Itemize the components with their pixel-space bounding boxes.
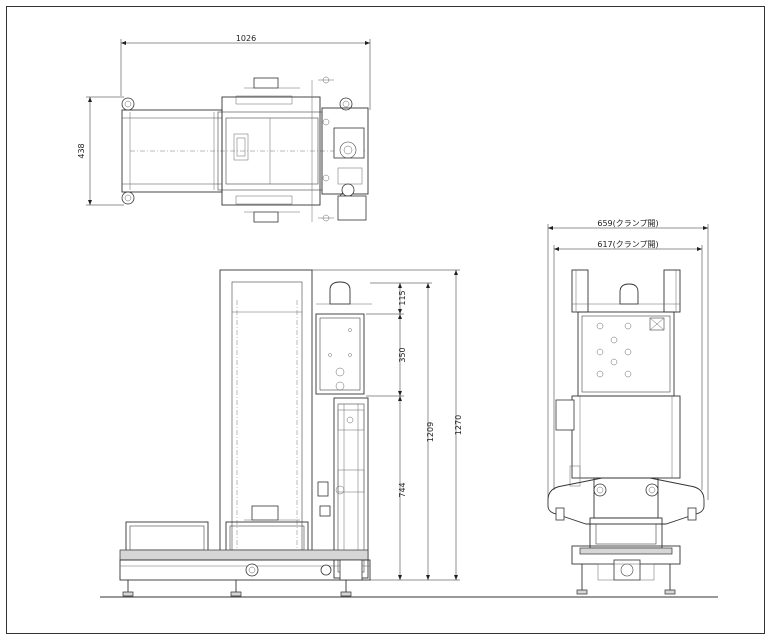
- dim-label-617: 617(クランプ開): [597, 240, 658, 249]
- dim-vertical-set: 115 350 744 1209 1270: [312, 269, 463, 581]
- top-view: 1026 438: [77, 34, 371, 223]
- front-view: 659(クランプ開) 617(クランプ開): [547, 219, 709, 595]
- dim-label-438: 438: [77, 143, 86, 158]
- dim-label-744: 744: [398, 482, 407, 497]
- dim-overall-length: 1026: [120, 34, 371, 110]
- dim-label-1270: 1270: [454, 415, 463, 435]
- side-view-feet: [122, 580, 352, 597]
- dim-label-350: 350: [398, 347, 407, 362]
- dim-overall-width: 438: [77, 96, 124, 206]
- dim-front-widths: 659(クランプ開) 617(クランプ開): [547, 219, 709, 500]
- drawing-border: [6, 6, 765, 634]
- dim-label-115: 115: [398, 290, 407, 305]
- side-view: 115 350 744 1209 1270: [100, 269, 718, 598]
- dim-label-1026: 1026: [236, 34, 256, 43]
- dim-label-1209: 1209: [426, 422, 435, 442]
- dim-label-659: 659(クランプ開): [597, 219, 658, 228]
